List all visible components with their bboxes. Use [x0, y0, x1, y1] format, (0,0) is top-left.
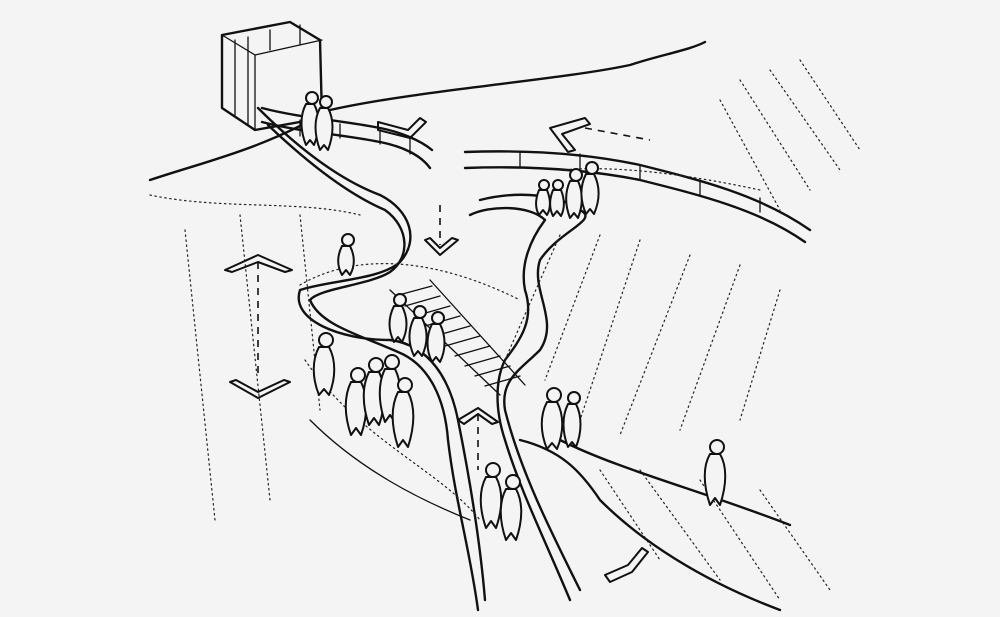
ground-paths [309, 419, 792, 612]
person-icon [580, 161, 600, 215]
upper-left-walkway [260, 106, 434, 170]
person-icon [703, 439, 727, 506]
person-icon [565, 168, 583, 219]
upper-right-walkway [463, 150, 812, 244]
ground-contours [149, 59, 861, 601]
person-icon [426, 311, 446, 363]
person-icon [388, 293, 408, 343]
person-icon [535, 179, 551, 216]
person-icon [314, 95, 334, 151]
person-icon [499, 474, 523, 541]
person-icon [391, 377, 415, 448]
person-icon [479, 462, 503, 529]
person-icon [312, 332, 336, 396]
people [300, 91, 727, 541]
direction-arrow-icon [224, 117, 651, 583]
person-icon [549, 179, 565, 217]
person-icon [562, 391, 582, 448]
person-icon [337, 233, 355, 276]
person-icon [408, 305, 428, 357]
person-icon [540, 387, 564, 450]
horizon-line [148, 40, 707, 182]
serpentine-ramp-left [256, 106, 487, 612]
